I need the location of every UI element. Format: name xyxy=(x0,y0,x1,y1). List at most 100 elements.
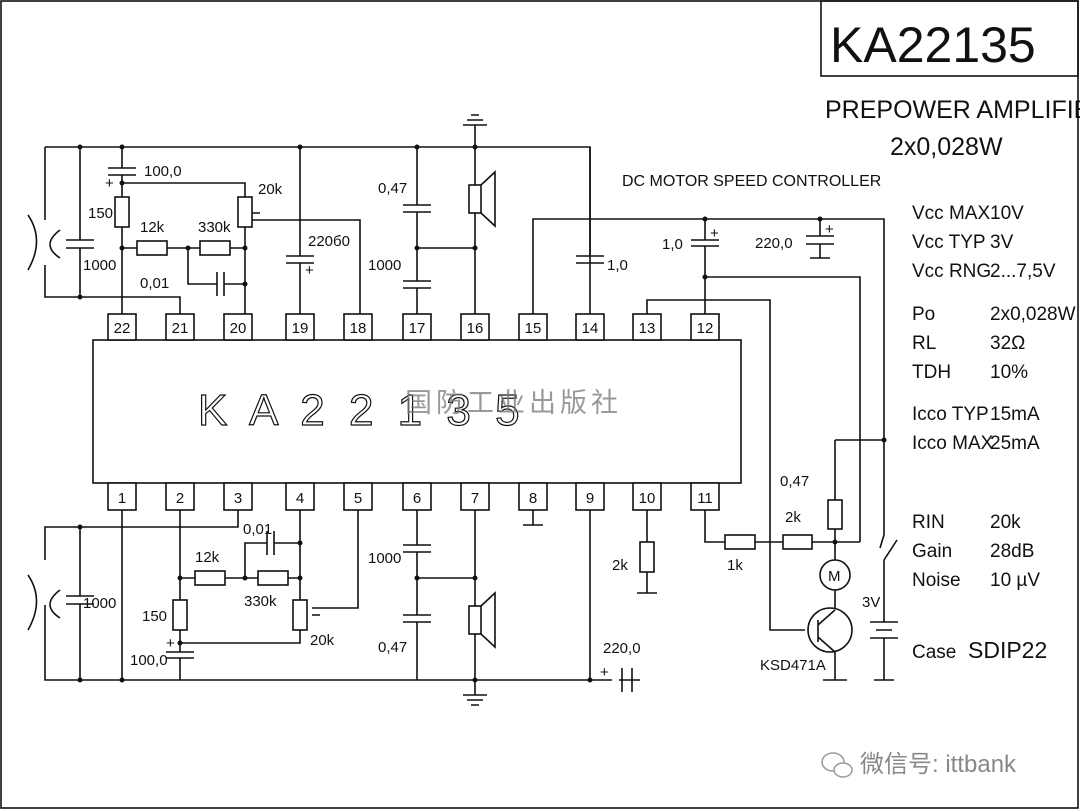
pin-number: 3 xyxy=(234,490,242,507)
spec-value: 25mA xyxy=(990,433,1040,454)
pin-7: 7 xyxy=(460,482,490,511)
label: 220,0 xyxy=(603,640,641,657)
label: 220б0 xyxy=(308,233,350,250)
wechat-icon xyxy=(821,752,853,778)
label: 1000 xyxy=(83,595,116,612)
label: 0,01 xyxy=(140,275,169,292)
pin-number: 20 xyxy=(230,320,247,337)
label: 1000 xyxy=(83,257,116,274)
case-value: SDIP22 xyxy=(968,637,1047,663)
pin-9: 9 xyxy=(575,482,605,511)
pin-number: 10 xyxy=(639,490,656,507)
spec-value: 15mA xyxy=(990,404,1040,425)
pin-10: 10 xyxy=(632,482,662,511)
pin-number: 17 xyxy=(409,320,426,337)
label: 3V xyxy=(862,594,880,611)
pin-number: 1 xyxy=(118,490,126,507)
chip-label: K A 2 2 1 3 5 xyxy=(198,386,526,435)
label: 100,0 xyxy=(130,652,168,669)
pin-number: 8 xyxy=(529,490,537,507)
label: M xyxy=(828,568,841,585)
spec-label: RL xyxy=(912,333,936,354)
svg-text:+: + xyxy=(166,635,175,652)
publisher-watermark: 国防工业出版社 xyxy=(405,388,622,418)
title-box xyxy=(820,0,1079,77)
pin-12: 12 xyxy=(690,313,720,341)
label: 150 xyxy=(88,205,113,222)
spec-row: Noise 10 µV xyxy=(912,570,1040,591)
pin-number: 5 xyxy=(354,490,362,507)
pin-21: 21 xyxy=(165,313,195,341)
pin-number: 16 xyxy=(467,320,484,337)
pin-13: 13 xyxy=(632,313,662,341)
pin-20: 20 xyxy=(223,313,253,341)
label: 2k xyxy=(612,557,628,574)
pin-4: 4 xyxy=(285,482,315,511)
pin-number: 2 xyxy=(176,490,184,507)
spec-value: 2...7,5V xyxy=(990,261,1056,282)
spec-label: Icco TYP xyxy=(912,404,989,425)
potentiometer xyxy=(237,196,253,228)
label: 0,01 xyxy=(243,521,272,538)
spec-value: 20k xyxy=(990,512,1021,533)
svg-text:+: + xyxy=(105,175,114,192)
pin-15: 15 xyxy=(518,313,548,341)
pin-22: 22 xyxy=(107,313,137,341)
section-title: DC MOTOR SPEED CONTROLLER xyxy=(622,173,881,190)
pin-number: 4 xyxy=(296,490,304,507)
pin-19: 19 xyxy=(285,313,315,341)
label: 20k xyxy=(310,632,335,649)
svg-text:+: + xyxy=(825,221,834,238)
label: 12k xyxy=(195,549,220,566)
spec-label: Gain xyxy=(912,541,952,562)
pin-number: 21 xyxy=(172,320,189,337)
label: 330k xyxy=(244,593,277,610)
pin-2: 2 xyxy=(165,482,195,511)
junctions xyxy=(77,144,887,683)
spec-value: 3V xyxy=(990,232,1014,253)
label: 1,0 xyxy=(662,236,683,253)
pin-number: 12 xyxy=(697,320,714,337)
pin-14: 14 xyxy=(575,313,605,341)
pin-number: 14 xyxy=(582,320,599,337)
label: 20k xyxy=(258,181,283,198)
pin-8: 8 xyxy=(518,482,548,511)
pin-11: 11 xyxy=(690,482,720,511)
pin-5: 5 xyxy=(343,482,373,511)
label: 12k xyxy=(140,219,165,236)
spec-label: TDH xyxy=(912,362,951,383)
pin-number: 22 xyxy=(114,320,131,337)
motor-icon xyxy=(819,559,851,591)
polarity-marks: ++++++ xyxy=(105,175,834,681)
pin-1: 1 xyxy=(107,482,137,511)
spec-label: Noise xyxy=(912,570,961,591)
label: 220,0 xyxy=(755,235,793,252)
power-rating: 2x0,028W xyxy=(890,133,1003,161)
spec-label: Po xyxy=(912,304,935,325)
pin-6: 6 xyxy=(402,482,432,511)
spec-label: Icco MAX xyxy=(912,433,994,454)
pin-number: 9 xyxy=(586,490,594,507)
label: 330k xyxy=(198,219,231,236)
svg-text:+: + xyxy=(710,225,719,242)
spec-value: 10 µV xyxy=(990,570,1040,591)
label: 1000 xyxy=(368,257,401,274)
component-labels: 100,0 150 12k 330k 20k 0,01 1000 220б0 0… xyxy=(83,163,880,674)
resistors xyxy=(114,196,843,631)
spec-label: Vcc MAX xyxy=(912,203,990,224)
pin-number: 13 xyxy=(639,320,656,337)
pin-number: 18 xyxy=(350,320,367,337)
svg-text:+: + xyxy=(600,664,609,681)
label: 0,47 xyxy=(378,180,407,197)
label: 1,0 xyxy=(607,257,628,274)
speaker-icon xyxy=(468,170,496,649)
